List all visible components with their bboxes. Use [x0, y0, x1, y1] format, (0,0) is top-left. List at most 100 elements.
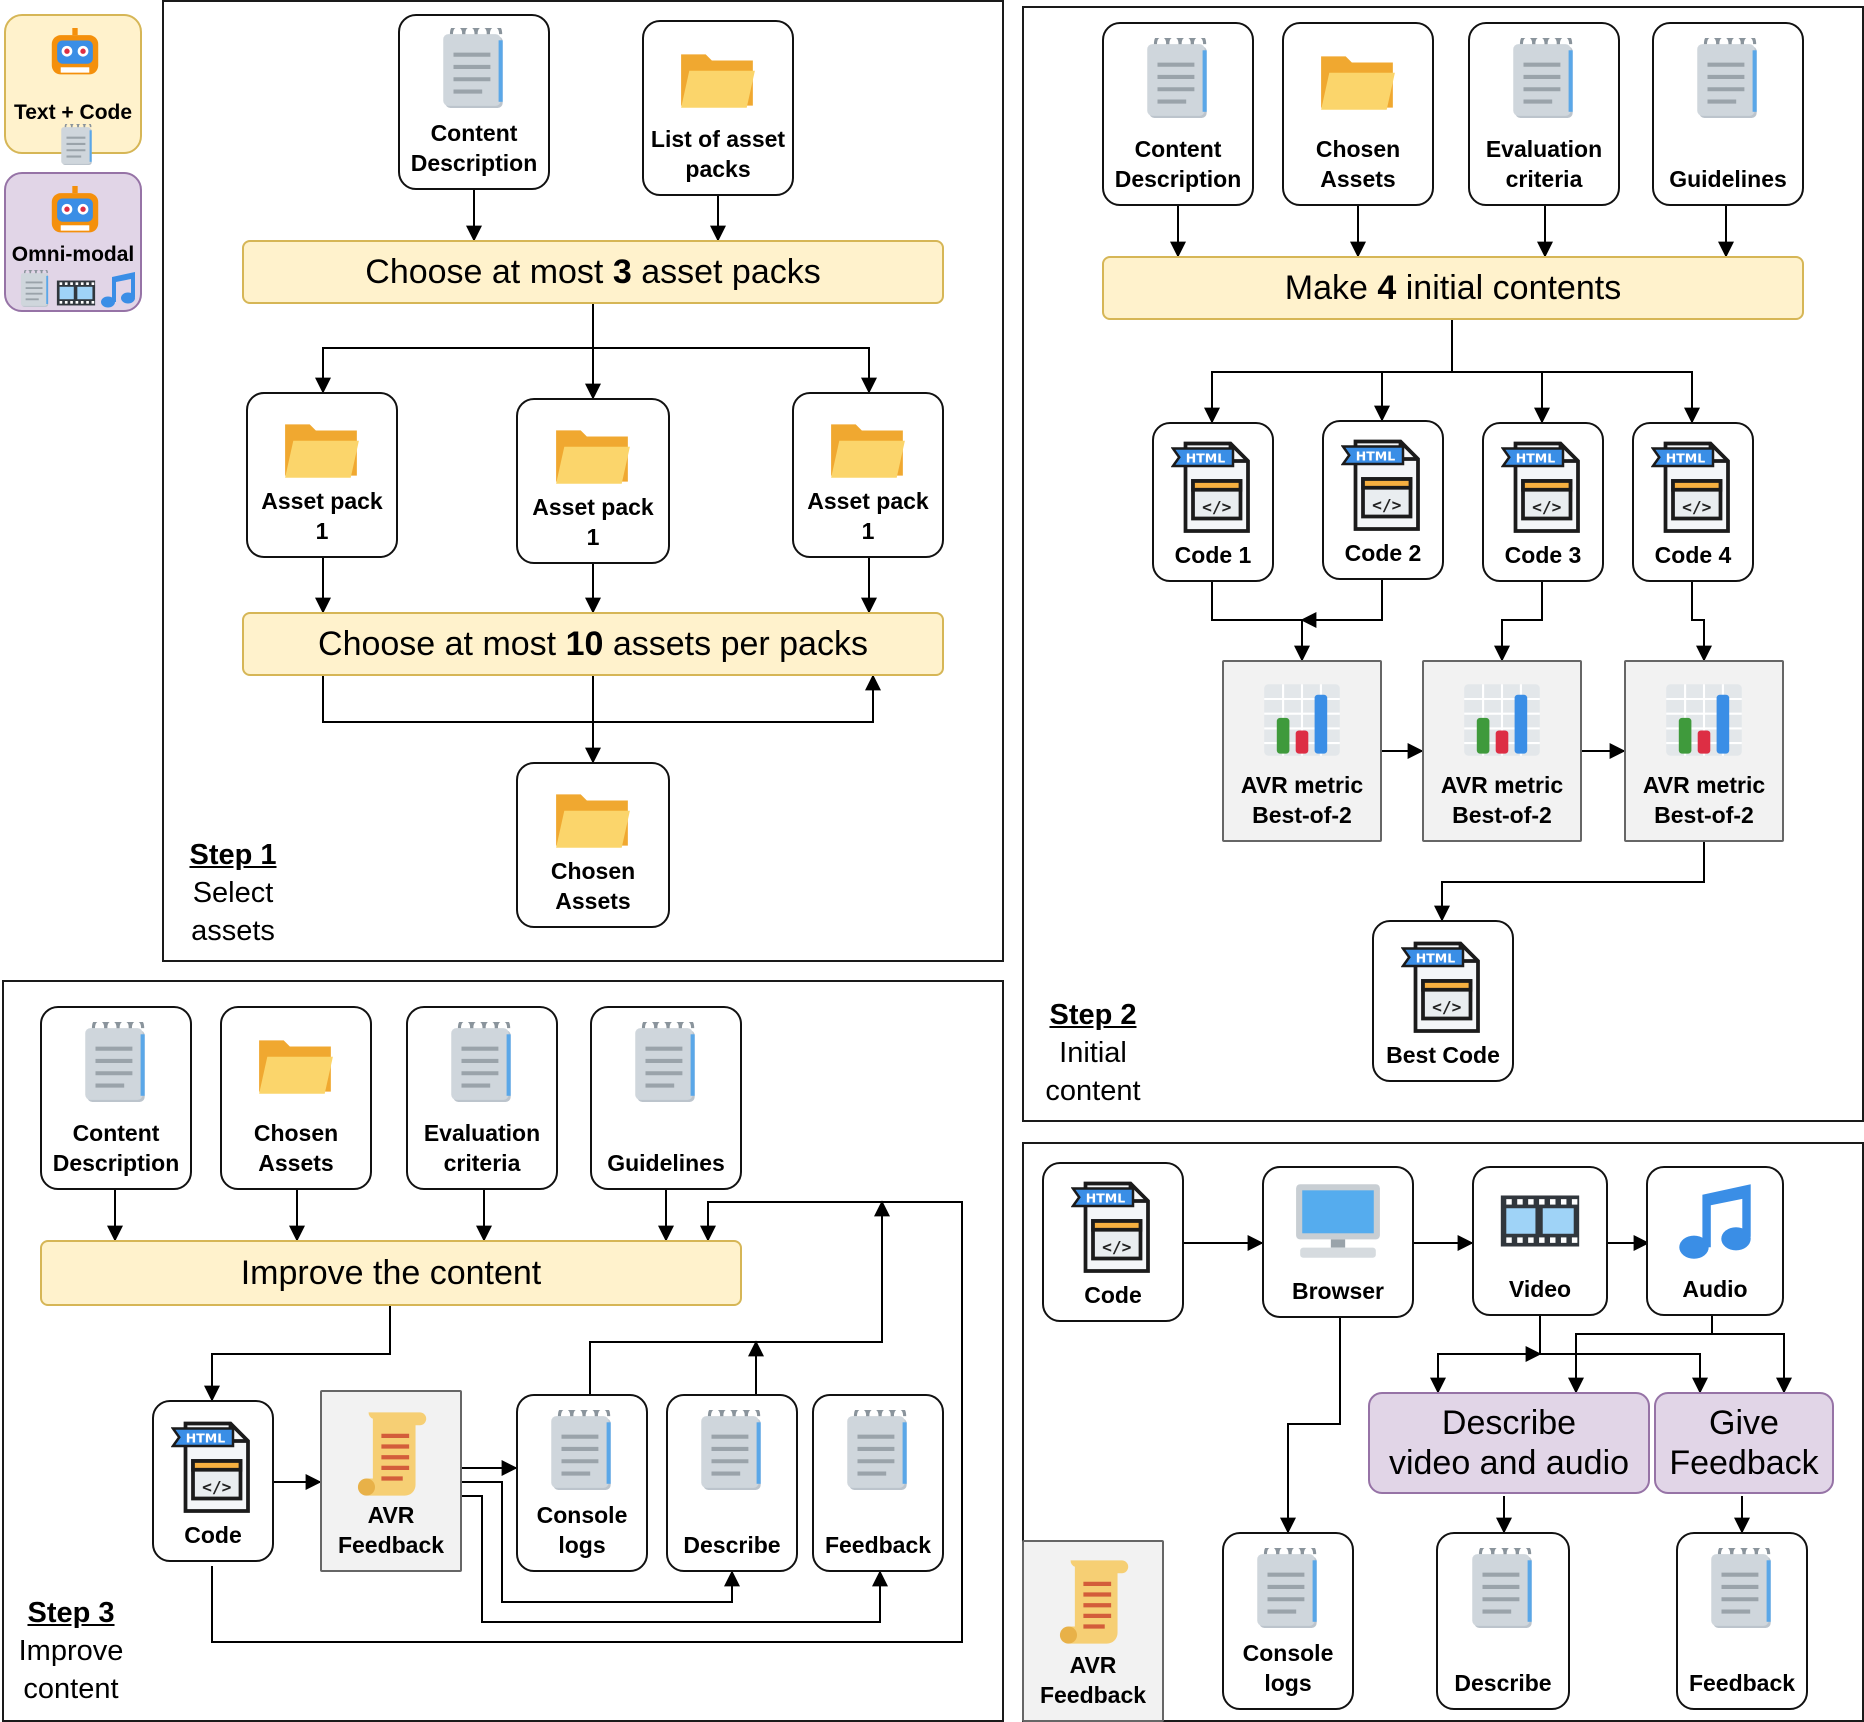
bar-text: Make: [1284, 268, 1378, 307]
bar-chart-icon: [1460, 680, 1544, 760]
node-label: AVR Feedback: [337, 1502, 445, 1558]
notepad-icon: [1255, 1548, 1321, 1630]
html-file-icon: [1171, 436, 1255, 536]
node-label: Best Code: [1386, 1042, 1500, 1068]
asset-pack-node: Asset pack 1: [246, 392, 398, 558]
node-label: Code 2: [1344, 540, 1422, 566]
feedback-node: Feedback: [812, 1394, 944, 1572]
describe-node: Describe: [1436, 1532, 1570, 1710]
music-note-icon: [1673, 1180, 1757, 1264]
legend-omni-modal-label: Omni-modal: [11, 243, 135, 266]
node-label: Console logs: [1242, 1640, 1334, 1696]
console-logs-node: Console logs: [516, 1394, 648, 1572]
node-label: Feedback: [824, 1532, 932, 1558]
choose-assets-step: Choose at most 10 assets per packs: [242, 612, 944, 676]
film-icon: [56, 278, 96, 308]
folder-icon: [552, 422, 634, 488]
scroll-icon: [1055, 1554, 1131, 1650]
node-label: Feedback: [1688, 1670, 1796, 1696]
notepad-icon: [83, 1022, 149, 1104]
notepad-icon: [845, 1410, 911, 1492]
asset-pack-node: Asset pack 1: [516, 398, 670, 564]
step-title: Step 2: [1049, 999, 1137, 1031]
scroll-icon: [353, 1406, 429, 1502]
notepad-icon: [441, 28, 507, 110]
node-label: Video: [1508, 1276, 1572, 1302]
node-label: Content Description: [52, 1120, 180, 1176]
step-description: Initial content: [1045, 1037, 1141, 1107]
notepad-icon: [20, 270, 50, 308]
folder-icon: [1317, 48, 1399, 114]
step2-panel: [1022, 6, 1864, 1122]
node-label: Describe: [1454, 1670, 1552, 1696]
step3-caption: Step 3 Improve content: [6, 1594, 136, 1708]
code-1-node: Code 1: [1152, 422, 1274, 582]
folder-icon: [255, 1032, 337, 1098]
html-file-icon: [1071, 1176, 1155, 1276]
bar-text: Choose at most: [318, 624, 566, 663]
node-label: Chosen Assets: [253, 1120, 339, 1176]
node-label: Guidelines: [607, 1150, 725, 1176]
robot-icon: [48, 28, 102, 78]
node-label: Asset pack 1: [532, 494, 654, 550]
avr-feedback-panel: [1022, 1142, 1864, 1722]
html-file-icon: [1341, 434, 1425, 534]
notepad-icon: [1709, 1548, 1775, 1630]
node-label: Console logs: [536, 1502, 628, 1558]
node-label: Code: [1084, 1282, 1142, 1308]
describe-node: Describe: [666, 1394, 798, 1572]
audio-node: Audio: [1646, 1166, 1784, 1316]
step-title: Step 1: [189, 839, 277, 871]
node-label: Code 3: [1504, 542, 1582, 568]
avr-feedback-label-node: AVR Feedback: [1022, 1540, 1164, 1722]
chosen-assets-node: Chosen Assets: [1282, 22, 1434, 206]
node-label: Code 4: [1654, 542, 1732, 568]
notepad-icon: [633, 1022, 699, 1104]
content-description-node: Content Description: [398, 14, 550, 190]
node-label: Content Description: [410, 120, 538, 176]
folder-icon: [827, 416, 909, 482]
console-logs-node: Console logs: [1222, 1532, 1354, 1710]
html-file-icon: [1651, 436, 1735, 536]
chosen-assets-node: Chosen Assets: [220, 1006, 372, 1190]
html-file-icon: [1501, 436, 1585, 536]
node-label: List of asset packs: [650, 126, 786, 182]
avr-metric-node: AVR metric Best-of-2: [1222, 660, 1382, 842]
notepad-icon: [1511, 38, 1577, 120]
notepad-icon: [1695, 38, 1761, 120]
improve-content-step: Improve the content: [40, 1240, 742, 1306]
asset-pack-node: Asset pack 1: [792, 392, 944, 558]
code-3-node: Code 3: [1482, 422, 1604, 582]
node-label: Browser: [1291, 1278, 1385, 1304]
content-description-node: Content Description: [40, 1006, 192, 1190]
node-label: Guidelines: [1669, 166, 1787, 192]
node-label: AVR Feedback: [1039, 1652, 1147, 1708]
film-icon: [1499, 1192, 1581, 1250]
bar-text: Improve the content: [240, 1253, 542, 1292]
bar-number: 10: [565, 624, 604, 663]
music-note-icon: [98, 270, 138, 310]
code-4-node: Code 4: [1632, 422, 1754, 582]
notepad-icon: [1470, 1548, 1536, 1630]
step3-panel: [2, 980, 1004, 1722]
node-label: Code: [184, 1522, 242, 1548]
avr-metric-node: AVR metric Best-of-2: [1624, 660, 1784, 842]
notepad-icon: [449, 1022, 515, 1104]
node-label: Code 1: [1174, 542, 1252, 568]
notepad-icon: [1145, 38, 1211, 120]
video-node: Video: [1472, 1166, 1608, 1316]
make-initial-contents-step: Make 4 initial contents: [1102, 256, 1804, 320]
code-node: Code: [152, 1400, 274, 1562]
feedback-node: Feedback: [1676, 1532, 1808, 1710]
avr-feedback-node: AVR Feedback: [320, 1390, 462, 1572]
chosen-assets-node: Chosen Assets: [516, 762, 670, 928]
node-label: AVR metric Best-of-2: [1440, 772, 1564, 828]
asset-packs-list-node: List of asset packs: [642, 20, 794, 196]
legend-text-code-label: Text + Code: [13, 101, 133, 124]
bar-text: initial contents: [1396, 268, 1622, 307]
node-label: Chosen Assets: [1315, 136, 1401, 192]
node-label: AVR metric Best-of-2: [1642, 772, 1766, 828]
step1-caption: Step 1 Select assets: [172, 836, 294, 950]
give-feedback-step: Give Feedback: [1654, 1392, 1834, 1494]
